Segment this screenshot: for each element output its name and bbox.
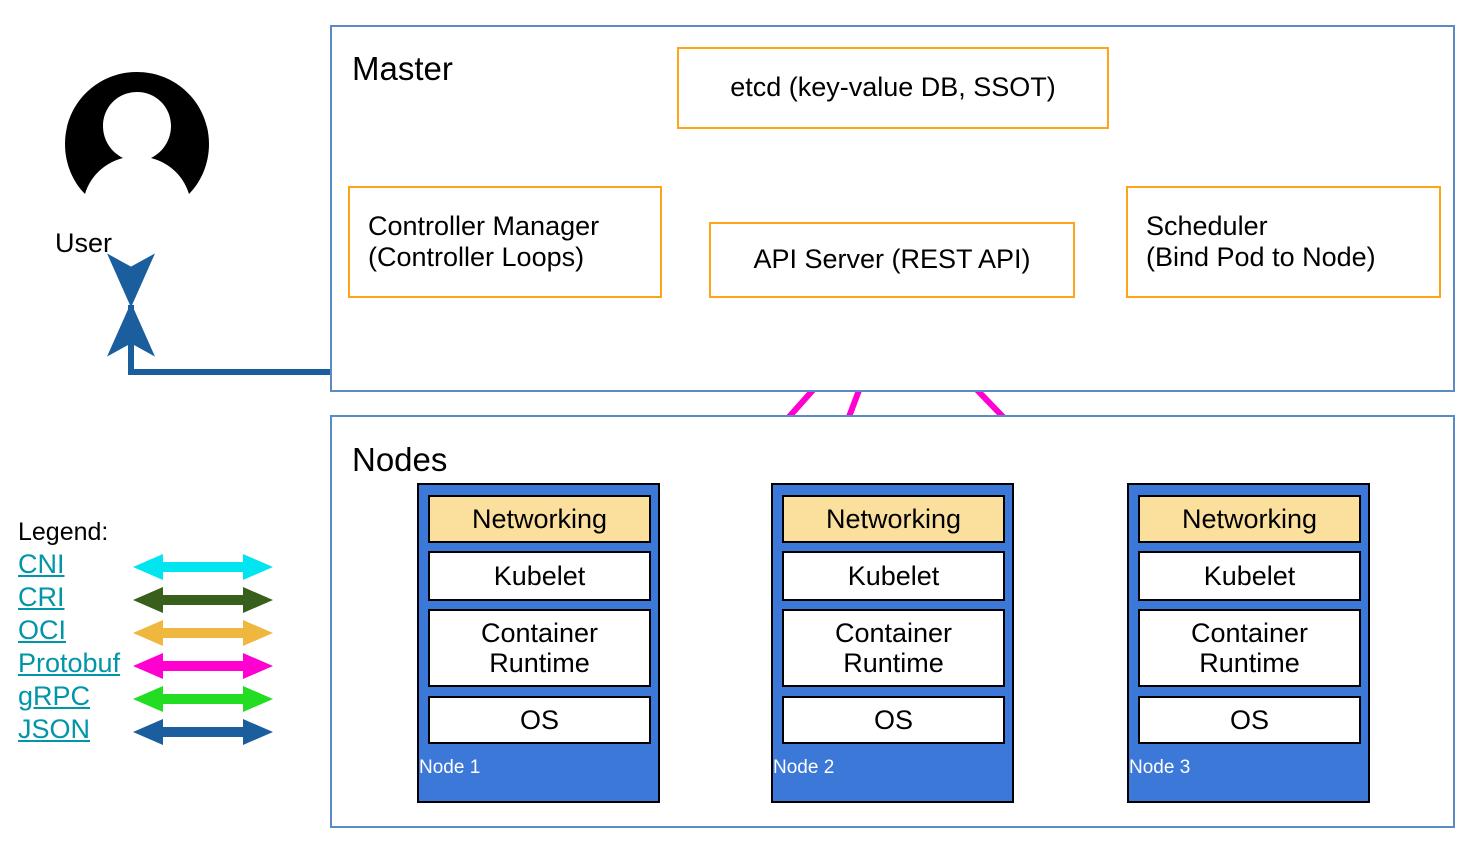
node-3-runtime-label-line1: Container	[1190, 617, 1309, 648]
legend-arrow-oci	[133, 620, 273, 646]
node-1-layer-networking[interactable]: Networking	[428, 495, 651, 543]
node-3-name: Node 3	[1129, 757, 1191, 778]
node-3-layer-container-runtime[interactable]: Container Runtime	[1138, 609, 1361, 687]
node-1-name: Node 1	[419, 757, 481, 778]
node-2-os-label: OS	[873, 704, 913, 735]
node-3-layer-kubelet[interactable]: Kubelet	[1138, 551, 1361, 601]
node-1-runtime-label-line2: Runtime	[489, 648, 590, 678]
node-card-3[interactable]: Networking Kubelet Container Runtime OS …	[1127, 483, 1370, 803]
node-3-runtime-label-line2: Runtime	[1199, 648, 1300, 678]
legend-item-cri[interactable]: CRI	[18, 582, 65, 612]
node-1-layer-os[interactable]: OS	[428, 696, 651, 744]
legend-arrow-cri	[133, 587, 273, 613]
api-server-label: API Server (REST API)	[753, 244, 1031, 275]
nodes-group-title: Nodes	[352, 441, 448, 478]
legend-item-oci[interactable]: OCI	[18, 615, 67, 645]
node-2-layer-container-runtime[interactable]: Container Runtime	[782, 609, 1005, 687]
master-group-title: Master	[352, 50, 453, 87]
etcd-label: etcd (key-value DB, SSOT)	[730, 72, 1056, 103]
node-1-layer-kubelet[interactable]: Kubelet	[428, 551, 651, 601]
node-card-1[interactable]: Networking Kubelet Container Runtime OS …	[417, 483, 660, 803]
node-3-name-wrap: Node 3	[1129, 757, 1368, 779]
node-1-runtime-label-line1: Container	[480, 617, 599, 648]
legend-item-grpc[interactable]: gRPC	[18, 681, 91, 711]
node-3-os-label: OS	[1229, 704, 1269, 735]
user-avatar-icon	[65, 72, 209, 194]
legend-arrow-cni	[133, 554, 273, 580]
legend: Legend: CNI CRI OCI Protobuf gRPC JSON	[18, 518, 278, 745]
legend-item-protobuf[interactable]: Protobuf	[18, 648, 121, 678]
legend-item-json[interactable]: JSON	[18, 714, 91, 744]
node-2-networking-label: Networking	[825, 503, 962, 534]
node-1-kubelet-label: Kubelet	[493, 560, 586, 591]
node-card-2[interactable]: Networking Kubelet Container Runtime OS …	[771, 483, 1014, 803]
scheduler-box[interactable]: Scheduler (Bind Pod to Node)	[1126, 186, 1441, 298]
api-server-box[interactable]: API Server (REST API)	[709, 222, 1075, 298]
legend-arrow-grpc	[133, 686, 273, 712]
node-2-runtime-label-line2: Runtime	[843, 648, 944, 678]
user-label-wrap: User	[55, 228, 215, 259]
node-1-networking-label: Networking	[471, 503, 608, 534]
legend-item-cni[interactable]: CNI	[18, 549, 65, 579]
node-2-runtime-label-line1: Container	[834, 617, 953, 648]
node-2-layer-kubelet[interactable]: Kubelet	[782, 551, 1005, 601]
controller-manager-box[interactable]: Controller Manager (Controller Loops)	[348, 186, 662, 298]
node-2-kubelet-label: Kubelet	[847, 560, 940, 591]
scheduler-label-line1: Scheduler	[1146, 210, 1268, 241]
node-1-name-wrap: Node 1	[419, 757, 658, 779]
etcd-box[interactable]: etcd (key-value DB, SSOT)	[677, 47, 1109, 129]
node-1-layer-container-runtime[interactable]: Container Runtime	[428, 609, 651, 687]
legend-arrow-protobuf	[133, 653, 273, 679]
node-3-layer-networking[interactable]: Networking	[1138, 495, 1361, 543]
legend-title: Legend:	[18, 518, 109, 546]
node-3-networking-label: Networking	[1181, 503, 1318, 534]
node-2-layer-networking[interactable]: Networking	[782, 495, 1005, 543]
controller-manager-label-line2: (Controller Loops)	[368, 242, 585, 272]
node-3-layer-os[interactable]: OS	[1138, 696, 1361, 744]
scheduler-label-line2: (Bind Pod to Node)	[1146, 242, 1376, 272]
user-block: User	[55, 70, 215, 300]
user-label: User	[55, 228, 113, 258]
controller-manager-label-line1: Controller Manager	[368, 210, 600, 241]
node-2-name-wrap: Node 2	[773, 757, 1012, 779]
legend-arrow-json	[133, 719, 273, 745]
node-2-name: Node 2	[773, 757, 835, 778]
node-2-layer-os[interactable]: OS	[782, 696, 1005, 744]
node-3-kubelet-label: Kubelet	[1203, 560, 1296, 591]
node-1-os-label: OS	[519, 704, 559, 735]
